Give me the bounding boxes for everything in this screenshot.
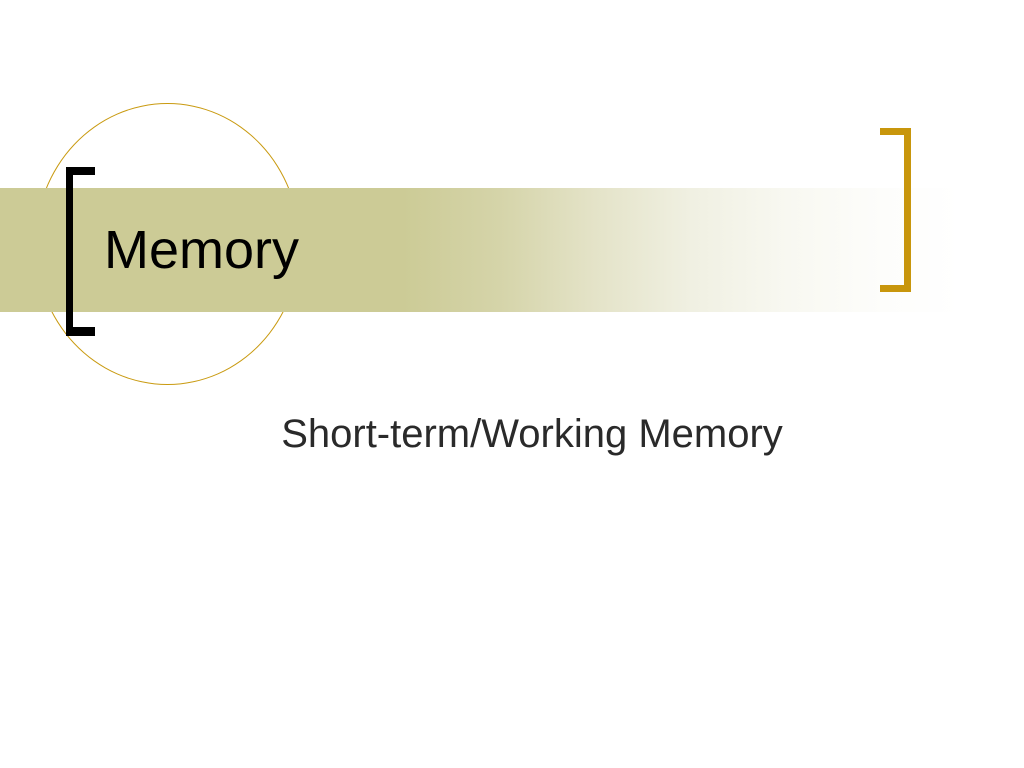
slide-title: Memory bbox=[104, 220, 300, 280]
slide-subtitle: Short-term/Working Memory bbox=[281, 412, 783, 456]
title-band bbox=[0, 188, 960, 312]
close-bracket-icon bbox=[880, 128, 911, 292]
open-bracket-icon bbox=[66, 167, 95, 336]
